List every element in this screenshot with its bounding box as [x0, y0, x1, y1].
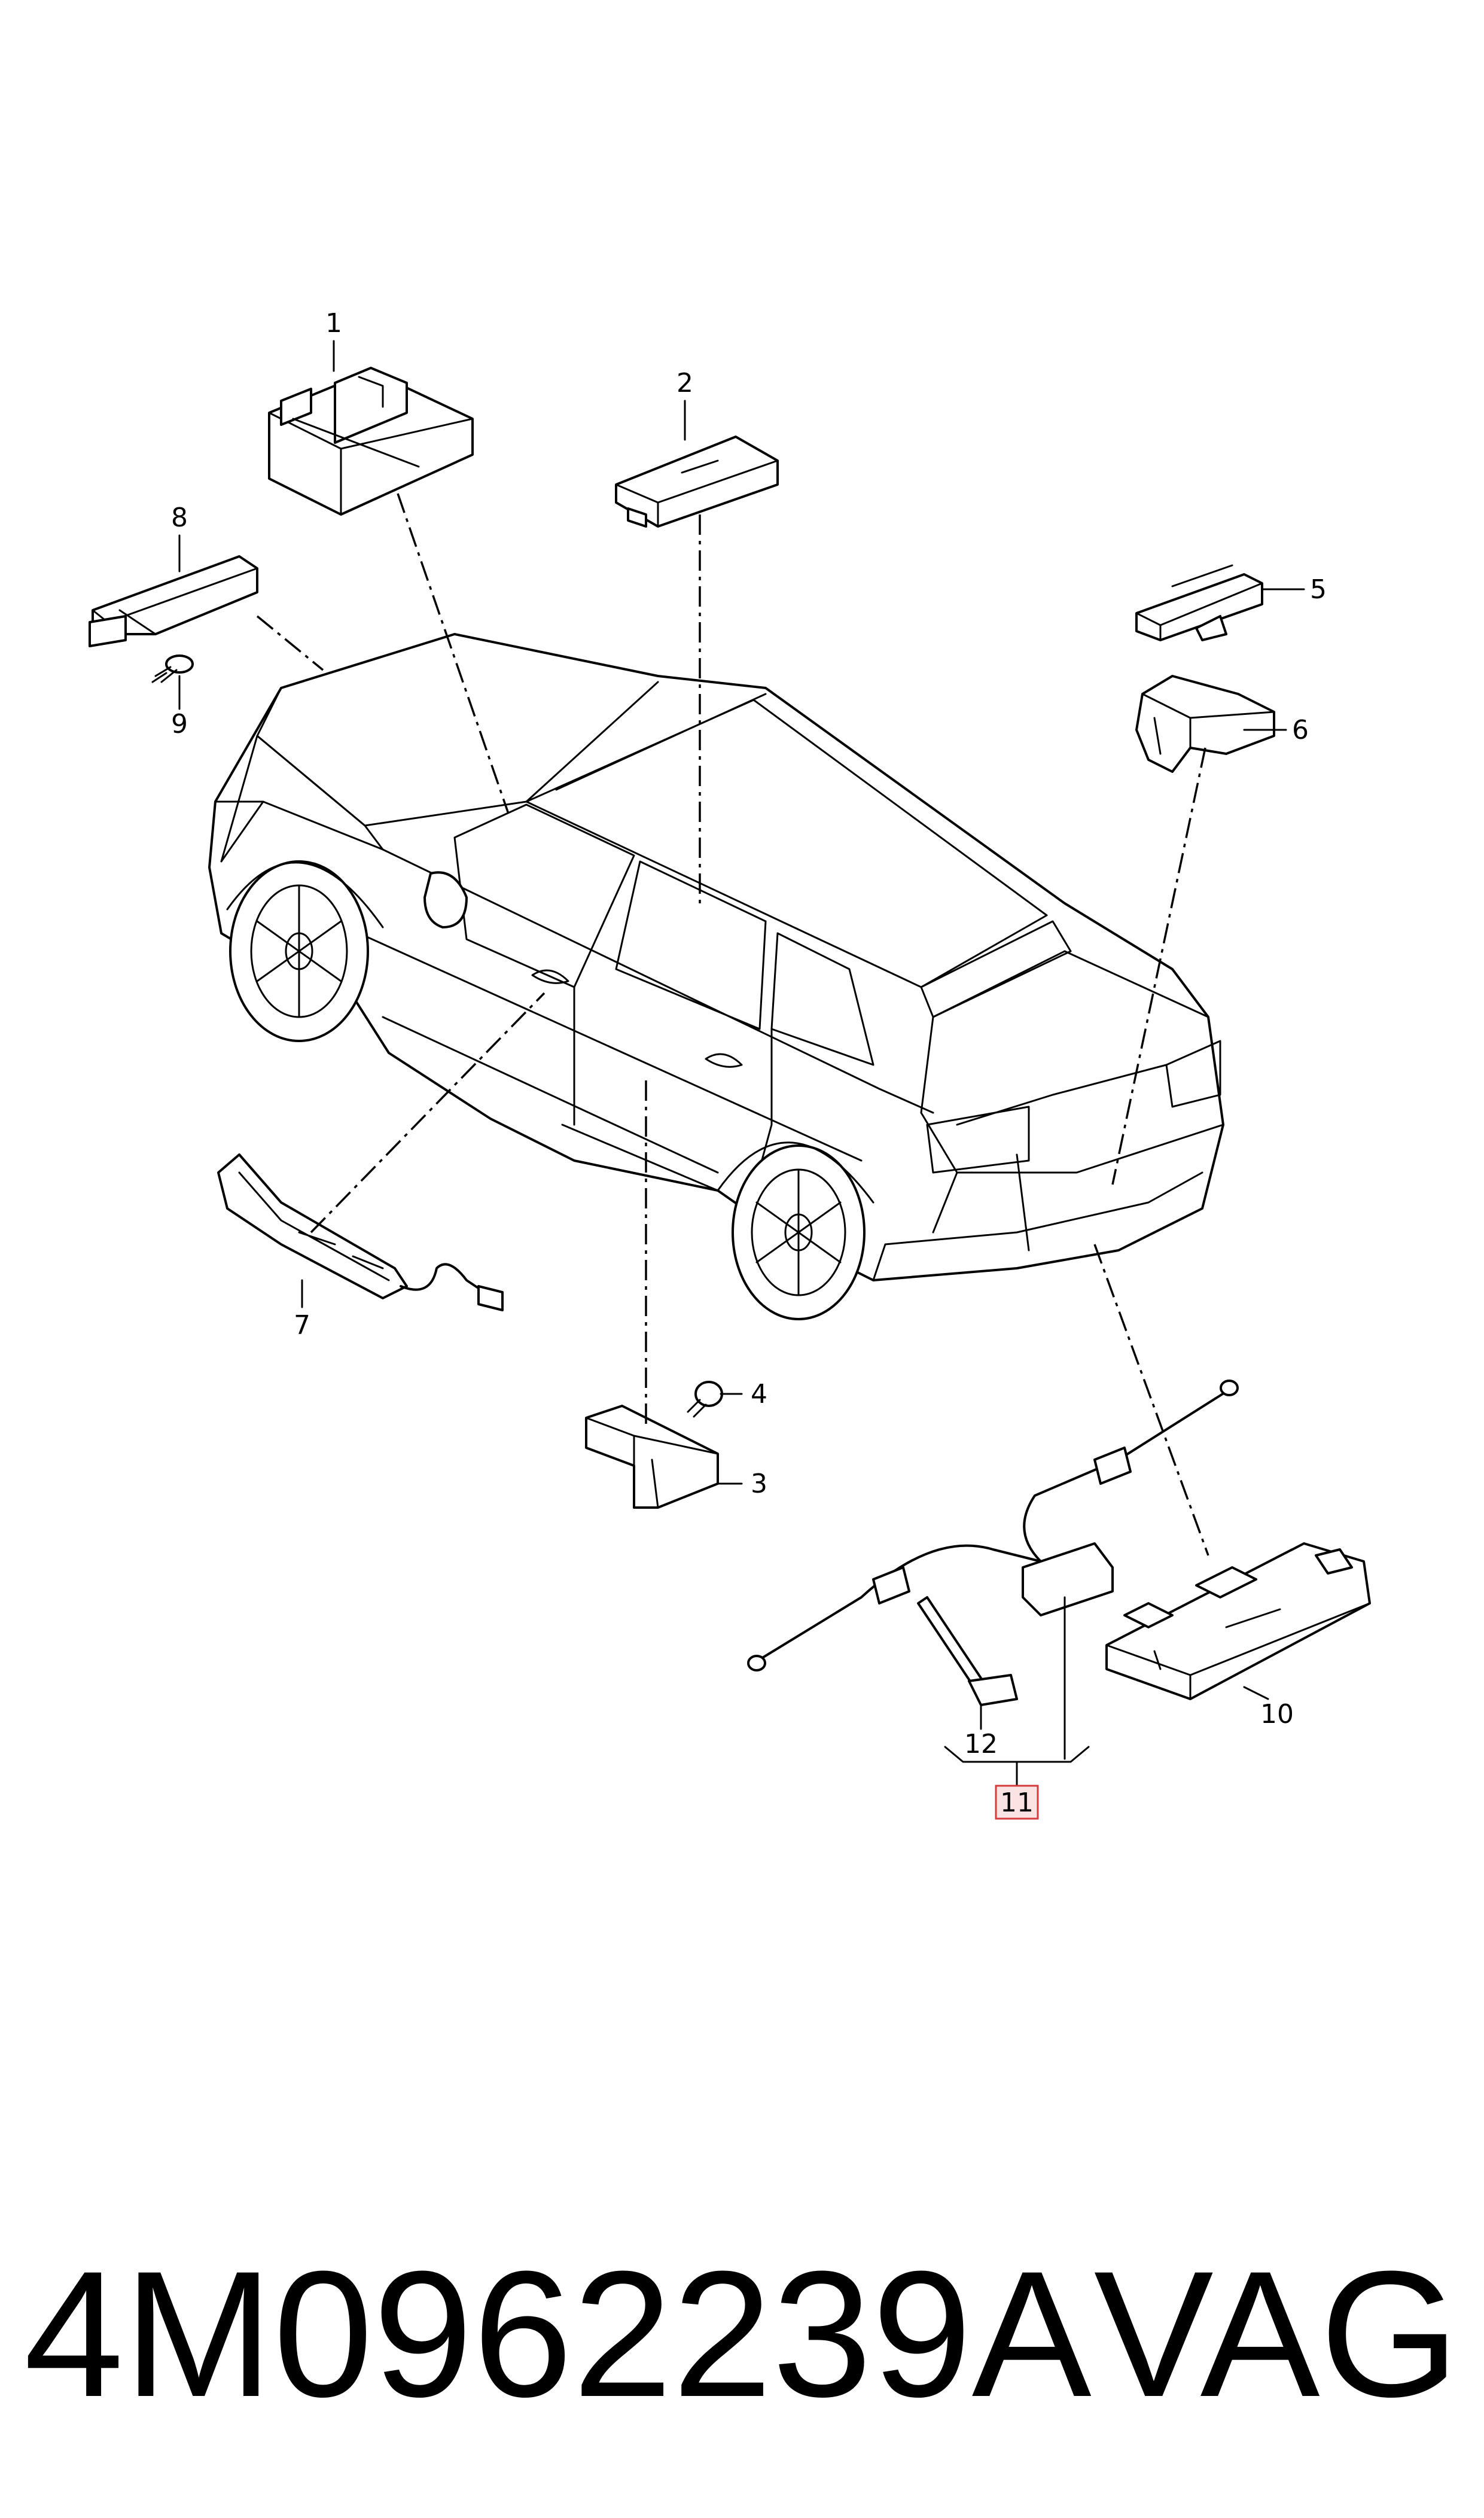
part-3-bracket [585, 1405, 719, 1509]
part-number-text: 4M0962239A [24, 2233, 1092, 2434]
callout-8: 8 [171, 503, 188, 533]
part-2-antenna-module [615, 436, 779, 528]
part-10-control-unit [1105, 1542, 1371, 1700]
callout-10: 10 [1260, 1699, 1294, 1730]
callout-11: 11 [1000, 1788, 1034, 1818]
footer: 4M0962239A VAG [24, 2233, 1459, 2434]
part-11-wiring-harness [747, 1380, 1239, 1671]
car-rear-hatch [920, 950, 1224, 1252]
rear-wheel [732, 1144, 866, 1320]
part-5-sensor [1135, 564, 1263, 641]
callout-11-highlight: 11 [995, 1785, 1039, 1820]
part-8-sensor-module [89, 555, 258, 647]
part-6-bracket [1135, 675, 1275, 773]
callouts: 1 2 3 4 5 6 7 8 9 10 12 11 [171, 308, 1327, 1820]
callout-5: 5 [1310, 574, 1327, 605]
car-doors [561, 986, 773, 1192]
part-9-bolt [151, 654, 194, 683]
callout-1: 1 [325, 308, 342, 339]
front-wheel [229, 860, 369, 1042]
part-12-cable-tie [917, 1596, 1018, 1706]
car-hood [214, 735, 384, 863]
car-windows [453, 803, 874, 1066]
car-illustration [208, 633, 1224, 1320]
callout-7: 7 [294, 1310, 310, 1341]
callout-6: 6 [1292, 715, 1309, 745]
part-1-control-module [268, 367, 474, 516]
callout-2: 2 [677, 368, 693, 398]
brand-text: VAG [1094, 2233, 1459, 2434]
leader-lines [178, 340, 1305, 1787]
callout-12: 12 [964, 1729, 998, 1759]
part-7-antenna-strip [217, 1153, 504, 1311]
callout-3: 3 [751, 1469, 767, 1499]
part-4-screw [687, 1381, 723, 1418]
callout-9: 9 [171, 709, 188, 739]
callout-4: 4 [751, 1379, 767, 1409]
side-mirror [423, 871, 468, 928]
